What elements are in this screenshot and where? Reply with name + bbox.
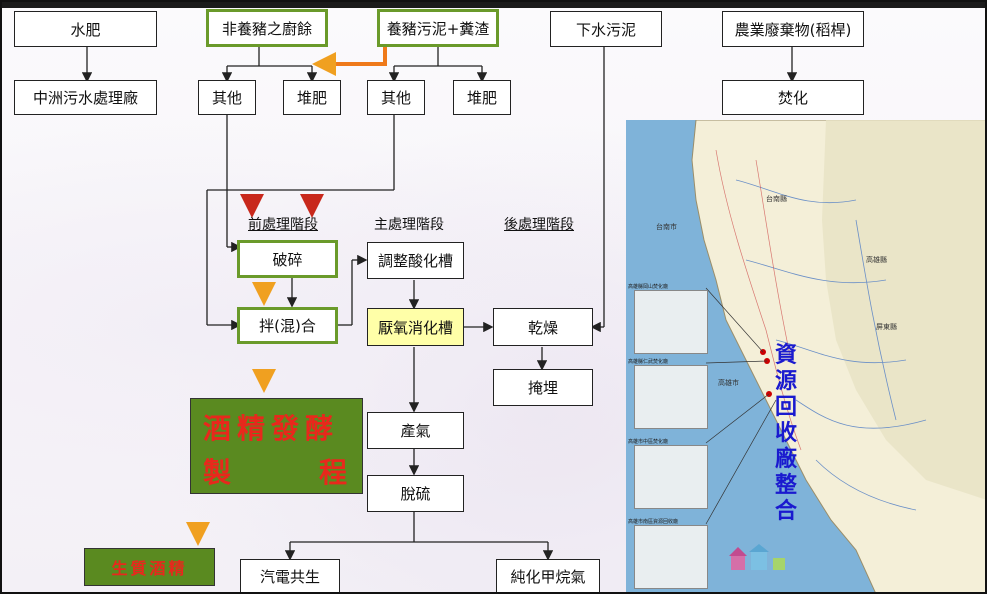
- taiwan-map: 高雄縣岡山焚化廠 高雄縣仁武焚化廠 高雄市中區焚化廠 高雄市南區資源回收廠 台南…: [626, 120, 985, 592]
- inset-label-3: 高雄市中區焚化廠: [628, 439, 669, 445]
- map-graphic: [691, 120, 985, 592]
- city-label-pingtung-county: 屏東縣: [876, 323, 897, 331]
- map-title-char: 合: [774, 498, 797, 524]
- bio-ethanol-product: 生質酒精: [84, 548, 215, 586]
- source-water-fertilizer: 水肥: [14, 11, 157, 47]
- biogas-box: 產氣: [367, 412, 464, 449]
- map-title-char: 源: [774, 368, 797, 394]
- source-sewage-sludge: 下水污泥: [550, 11, 662, 47]
- compost-box-1: 堆肥: [283, 80, 341, 115]
- ethanol-title-line1: 酒精發酵: [203, 412, 340, 445]
- ethanol-title-cheng: 程: [319, 456, 348, 489]
- drying-box: 乾燥: [493, 308, 593, 346]
- map-title-char: 廠: [774, 446, 797, 472]
- source-non-pig-kitchen-waste: 非養豬之廚餘: [206, 9, 328, 47]
- stage-label-pre: 前處理階段: [248, 217, 318, 233]
- map-title-char: 收: [774, 420, 797, 446]
- ethanol-fermentation-box: 酒精發酵 製 程: [190, 398, 363, 494]
- inset-label-2: 高雄縣仁武焚化廠: [628, 359, 669, 365]
- source-pig-sludge: 養豬污泥+糞渣: [377, 9, 499, 47]
- inset-map-1: [634, 290, 708, 354]
- map-title-char: 資: [774, 342, 797, 368]
- inset-label-1: 高雄縣岡山焚化廠: [628, 284, 669, 290]
- compost-box-2: 堆肥: [453, 80, 511, 115]
- cogeneration-box: 汽電共生: [240, 559, 340, 592]
- map-title-char: 回: [774, 394, 797, 420]
- ethanol-title-zhi: 製: [203, 456, 232, 489]
- top-border: [2, 2, 985, 8]
- desulfurization-box: 脫硫: [367, 475, 464, 512]
- inset-map-2: [634, 365, 708, 429]
- map-title-char: 整: [774, 472, 797, 498]
- purified-methane-box: 純化甲烷氣: [496, 559, 600, 592]
- incineration-box: 焚化: [722, 80, 864, 115]
- map-title-resource-recovery: 資 源 回 收 廠 整 合: [774, 342, 798, 524]
- landfill-box: 掩埋: [493, 369, 593, 406]
- city-label-tainan-city: 台南市: [656, 223, 677, 231]
- other-box-1: 其他: [198, 80, 256, 115]
- mix-box: 拌(混)合: [237, 307, 338, 344]
- source-agri-waste: 農業廢棄物(稻桿): [722, 11, 864, 47]
- inset-label-4: 高雄市南區資源回收廠: [628, 519, 679, 525]
- city-label-kaohsiung-county: 高雄縣: [866, 256, 887, 264]
- acidify-tank-box: 調整酸化槽: [367, 242, 464, 279]
- inset-map-4: [634, 525, 708, 589]
- other-box-2: 其他: [367, 80, 425, 115]
- inset-map-3: [634, 445, 708, 509]
- stage-label-main: 主處理階段: [374, 217, 444, 233]
- crush-box: 破碎: [237, 240, 338, 278]
- city-label-kaohsiung-city: 高雄市: [718, 379, 739, 387]
- stage-label-post: 後處理階段: [504, 217, 574, 233]
- anaerobic-digester-box: 厭氧消化槽: [367, 308, 464, 346]
- zhongzhou-plant: 中洲污水處理廠: [14, 80, 157, 115]
- city-label-tainan-county: 台南縣: [766, 195, 787, 203]
